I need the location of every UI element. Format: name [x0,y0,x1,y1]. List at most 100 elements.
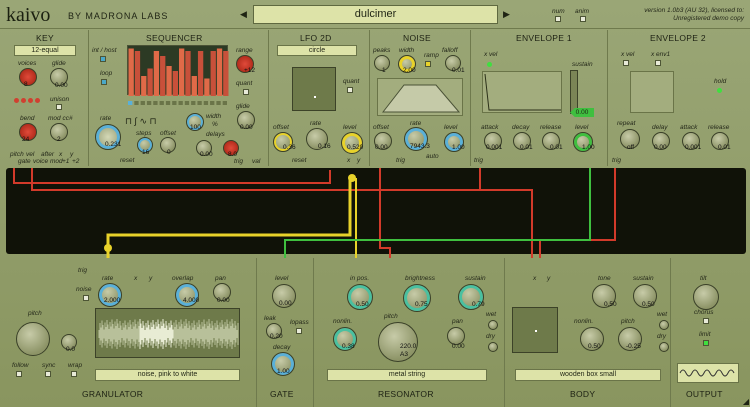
env2-release-knob[interactable] [711,132,729,150]
env1-xvel-led[interactable] [487,62,492,67]
env2-delay-knob[interactable] [652,132,670,150]
lopass-toggle[interactable] [296,328,302,334]
inpos-knob[interactable] [347,284,373,310]
gran-source-dropdown[interactable]: noise, pink to white [95,369,240,381]
lfo-offset-knob[interactable] [273,132,293,152]
step-bar[interactable] [153,51,160,96]
noise-width-knob[interactable] [398,55,416,73]
brightness-knob[interactable] [403,284,431,312]
seq-shape-icons[interactable]: ⊓ ∫ ∿ ⊓ [125,116,157,126]
resonator-mode-dropdown[interactable]: metal string [327,369,487,381]
res-nonlin-knob[interactable] [333,327,357,351]
gran-rate-knob[interactable] [98,283,122,307]
step-bar[interactable] [172,71,178,96]
width-knob[interactable] [186,113,204,131]
env2-repeat-knob[interactable] [620,129,640,149]
peaks-knob[interactable] [374,55,390,71]
body-pitch-knob[interactable] [618,327,642,351]
inthost-toggle[interactable] [100,56,106,62]
preset-name-field[interactable]: dulcimer [253,5,498,24]
voices-knob[interactable] [19,68,37,86]
env1-release-knob[interactable] [542,132,560,150]
tilt-knob[interactable] [693,284,719,310]
seq-quant-toggle[interactable] [243,89,249,95]
key-glide-knob[interactable] [50,68,68,86]
limit-toggle[interactable] [703,340,709,346]
noise-rate-knob[interactable] [404,127,428,151]
step-bar[interactable] [128,48,134,97]
leak-knob[interactable] [266,323,282,339]
grain-waveform-display[interactable] [95,308,240,358]
step-bar[interactable] [197,51,204,96]
falloff-knob[interactable] [445,55,461,71]
body-xy-pad[interactable] [512,307,558,353]
step-bar[interactable] [191,76,197,96]
modcc-knob[interactable] [50,123,68,141]
step-bar[interactable] [166,66,172,96]
lfo-xy-display[interactable] [292,67,336,111]
seq-rate-knob[interactable] [95,124,121,150]
step-bar[interactable] [147,68,153,97]
gran-pitch-mod-knob[interactable] [61,334,77,350]
lfo-rate-knob[interactable] [306,128,328,150]
scale-dropdown[interactable]: 12-equal [14,45,76,56]
gran-noise-toggle[interactable] [83,295,89,301]
step-grid[interactable] [127,45,229,97]
num-toggle[interactable] [555,16,561,22]
gate-decay-knob[interactable] [271,352,295,376]
noise-level-knob[interactable] [444,132,464,152]
prev-preset-button[interactable]: ◀ [240,9,247,20]
noise-offset-knob[interactable] [374,132,392,150]
step-bar[interactable] [216,48,223,97]
step-bar[interactable] [223,51,229,96]
gran-pan-knob[interactable] [213,283,231,301]
wrap-toggle[interactable] [71,371,77,377]
loop-toggle[interactable] [101,79,107,85]
body-model-dropdown[interactable]: wooden box small [515,369,661,381]
res-dry-knob[interactable] [488,342,498,352]
env2-xvel-toggle[interactable] [623,60,629,66]
lfo-quant-toggle[interactable] [347,87,353,93]
steps-knob[interactable] [137,137,153,153]
body-sustain-knob[interactable] [633,284,657,308]
step-bar[interactable] [185,51,191,96]
env1-attack-knob[interactable] [484,132,502,150]
anim-toggle[interactable] [580,16,586,22]
step-bar[interactable] [179,48,185,97]
ramp-toggle[interactable] [425,61,431,67]
res-sustain-knob[interactable] [458,284,484,310]
sync-toggle[interactable] [45,371,51,377]
env2-attack-knob[interactable] [682,132,700,150]
lfo-level-knob[interactable] [341,132,363,154]
step-bar[interactable] [204,78,210,97]
chorus-toggle[interactable] [703,318,709,324]
next-preset-button[interactable]: ▶ [503,9,510,20]
resize-handle[interactable]: ◢ [742,397,749,406]
seq-offset-knob[interactable] [160,137,176,153]
env2-xenv1-toggle[interactable] [655,60,661,66]
env1-level-knob[interactable] [573,132,593,152]
env2-hold-led[interactable] [717,88,722,93]
follow-toggle[interactable] [16,371,22,377]
bend-knob[interactable] [19,123,37,141]
range-knob[interactable] [236,55,254,73]
seq-glide-knob[interactable] [237,111,255,129]
gran-pitch-knob[interactable] [16,322,50,356]
res-pitch-knob[interactable] [378,322,418,362]
body-dry-knob[interactable] [659,342,669,352]
env1-decay-knob[interactable] [513,132,531,150]
step-bar[interactable] [134,51,141,96]
step-bar[interactable] [141,76,147,96]
overlap-knob[interactable] [175,283,199,307]
res-wet-knob[interactable] [488,320,498,330]
gate-level-knob[interactable] [272,284,296,308]
body-nonlin-knob[interactable] [580,327,604,351]
step-bar[interactable] [160,56,166,96]
step-bar[interactable] [210,51,216,96]
body-wet-knob[interactable] [659,320,669,330]
lfo-shape-dropdown[interactable]: circle [277,45,357,56]
delay2-knob[interactable] [223,140,239,156]
tone-knob[interactable] [592,284,616,308]
unison-toggle[interactable] [56,104,62,110]
res-pan-knob[interactable] [447,327,465,345]
